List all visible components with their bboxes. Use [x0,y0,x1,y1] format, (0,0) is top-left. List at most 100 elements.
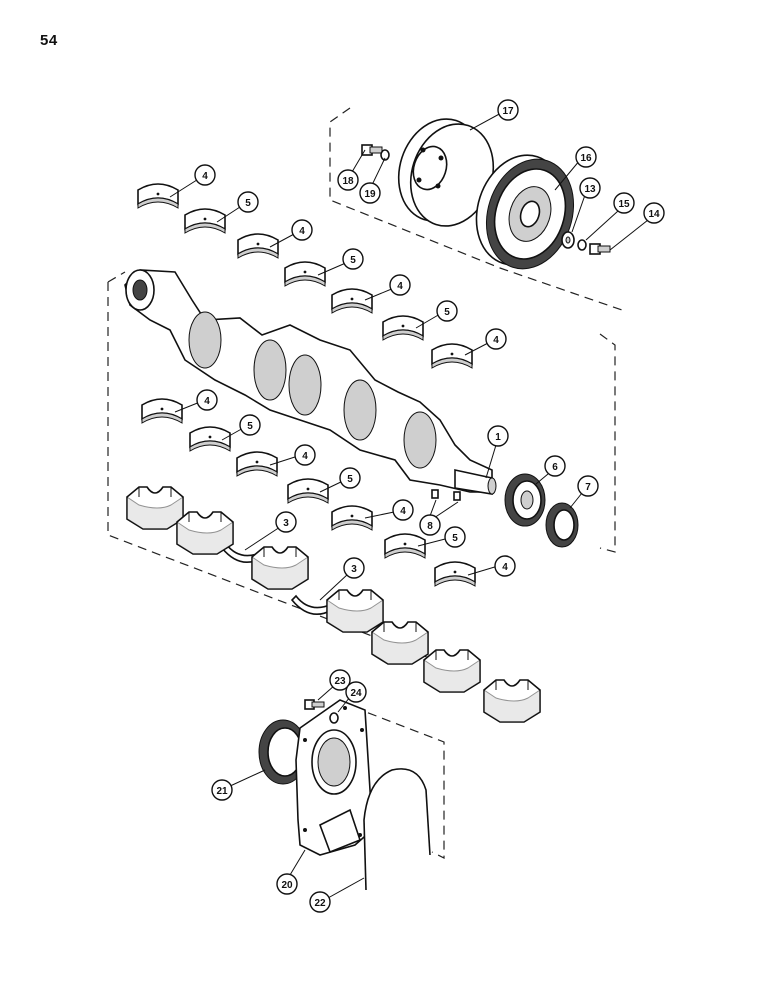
callout-5b: 5 [342,248,364,270]
svg-text:4: 4 [397,281,403,292]
callout-4a: 4 [194,164,216,186]
callout-21: 21 [211,779,233,801]
svg-text:19: 19 [364,189,376,200]
bearing-shell-lower-1 [141,398,183,424]
callout-4h: 4 [494,555,516,577]
bolt-14 [589,243,611,255]
svg-text:5: 5 [347,474,353,485]
svg-text:16: 16 [580,153,592,164]
rear-oil-seal [258,719,308,785]
svg-text:5: 5 [247,421,253,432]
callout-4b: 4 [291,219,313,241]
svg-text:1: 1 [495,432,501,443]
main-bearing-cap-4 [326,589,384,633]
bearing-shell-lower-7 [434,561,476,587]
rear-cover-gasket [363,768,431,891]
washer-13 [561,231,575,249]
rear-cover-group-outline [339,701,445,859]
bearing-shell-upper-7 [431,343,473,369]
rear-cover-bolt-23 [304,699,325,710]
svg-text:5: 5 [350,255,356,266]
crankshaft-gear [504,473,546,527]
main-bearing-cap-6 [423,649,481,693]
callout-6: 6 [544,455,566,477]
bearing-shell-upper-5 [331,288,373,314]
main-bearing-cap-3 [251,546,309,590]
crankshaft [124,269,497,495]
callout-15: 15 [613,192,635,214]
callout-5c: 5 [436,300,458,322]
leader-lines [169,111,649,899]
svg-text:22: 22 [314,898,326,909]
bearing-shell-upper-6 [382,315,424,341]
page-number: 54 [40,32,58,49]
pulley-bolt-18 [361,144,383,156]
svg-text:6: 6 [552,462,558,473]
rear-seal-retainer [295,699,373,856]
svg-text:14: 14 [648,209,660,220]
callout-4e: 4 [196,389,218,411]
callout-8: 8 [419,514,441,536]
crankshaft-pulley [397,118,495,227]
thrust-washer-2 [290,594,333,616]
callout-5e: 5 [339,467,361,489]
callout-3a: 3 [275,511,297,533]
vibration-damper [475,154,575,270]
bearing-shell-upper-4 [284,261,326,287]
callout-4g: 4 [392,499,414,521]
svg-text:17: 17 [502,106,514,117]
callout-1: 1 [487,425,509,447]
svg-text:5: 5 [452,533,458,544]
svg-text:20: 20 [281,880,293,891]
main-bearing-cap-2 [176,511,234,555]
svg-text:23: 23 [334,676,346,687]
svg-text:3: 3 [283,518,289,529]
svg-text:3: 3 [351,564,357,575]
lock-washer-19 [380,149,390,161]
callout-18: 18 [337,169,359,191]
front-oil-seal [545,502,579,548]
svg-text:24: 24 [350,688,362,699]
main-bearing-cap-7 [483,679,541,723]
callout-22: 22 [309,891,331,913]
svg-text:4: 4 [493,335,499,346]
main-bearing-cap-1 [126,486,184,530]
svg-text:8: 8 [427,521,433,532]
callout-5d: 5 [239,414,261,436]
svg-text:15: 15 [618,199,630,210]
main-bearing-cap-5 [371,621,429,665]
callout-13: 13 [579,177,601,199]
callout-4d: 4 [485,328,507,350]
washer-24 [329,712,339,724]
svg-text:4: 4 [299,226,305,237]
dowel-pins [431,489,461,501]
crankshaft-group-outline [107,271,616,663]
svg-text:4: 4 [202,171,208,182]
pulley-group-outline [329,107,623,311]
callout-19: 19 [359,182,381,204]
svg-text:18: 18 [342,176,354,187]
callout-4f: 4 [294,444,316,466]
svg-text:5: 5 [245,198,251,209]
svg-text:4: 4 [502,562,508,573]
callout-24: 24 [345,681,367,703]
callout-5a: 5 [237,191,259,213]
callout-3b: 3 [343,557,365,579]
lock-washer-15 [577,239,587,251]
svg-text:21: 21 [216,786,228,797]
bearing-shell-lower-3 [236,451,278,477]
svg-text:5: 5 [444,307,450,318]
svg-text:4: 4 [204,396,210,407]
callout-7: 7 [577,475,599,497]
svg-text:4: 4 [302,451,308,462]
callout-14: 14 [643,202,665,224]
callout-4c: 4 [389,274,411,296]
callout-16: 16 [575,146,597,168]
svg-text:4: 4 [400,506,406,517]
callout-5f: 5 [444,526,466,548]
callout-23: 23 [329,669,351,691]
svg-text:7: 7 [585,482,591,493]
callout-20: 20 [276,873,298,895]
svg-text:13: 13 [584,184,596,195]
